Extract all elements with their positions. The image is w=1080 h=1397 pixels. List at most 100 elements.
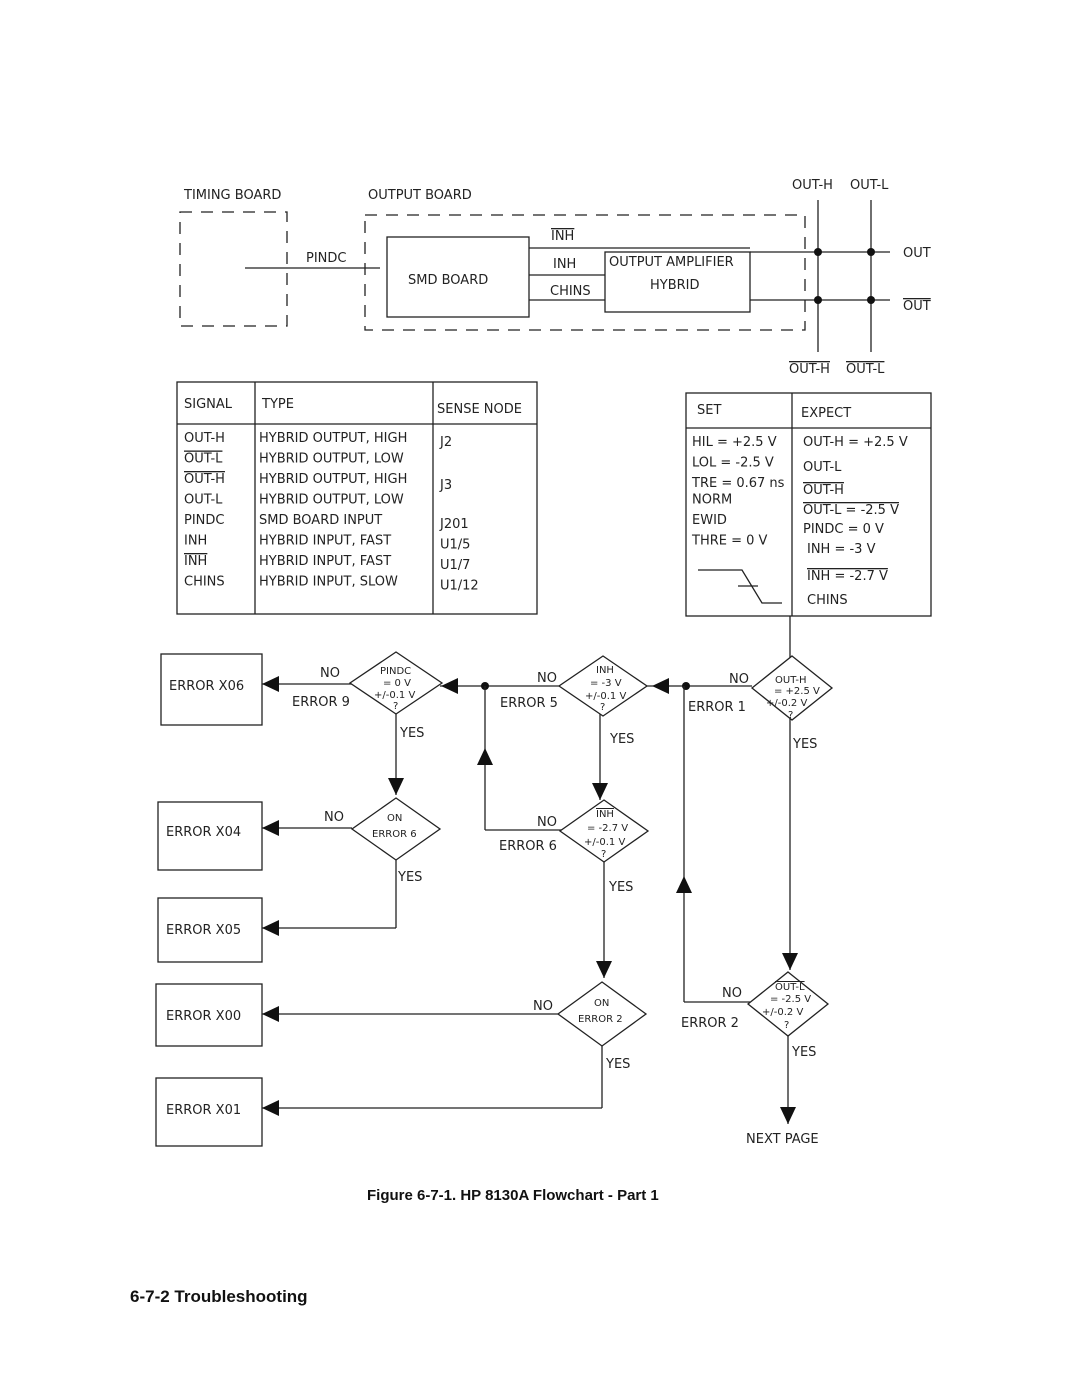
error-x00-label: ERROR X00 [166, 1009, 241, 1024]
no-label-3: NO [729, 672, 749, 687]
page-footer: 6-7-2 Troubleshooting [130, 1287, 308, 1306]
sense-node-header: SENSE NODE [437, 402, 522, 417]
error-x04-label: ERROR X04 [166, 825, 241, 840]
no-label-4: NO [324, 810, 344, 825]
expect-cell: OUT-H = +2.5 V [803, 435, 908, 450]
inhbar-line1: INH [596, 809, 614, 820]
expect-cell: PINDC = 0 V [803, 522, 884, 537]
yes-label-5: YES [608, 880, 633, 895]
no-label-6: NO [533, 999, 553, 1014]
on6-line1: ON [387, 813, 402, 824]
inhbar-line4: ? [601, 849, 606, 860]
yes-label-4: YES [397, 870, 422, 885]
type-header: TYPE [261, 397, 294, 412]
output-board-outline [364, 214, 806, 331]
expect-cell: OUT-H [803, 483, 844, 498]
signal-cell: OUT-H [184, 472, 225, 487]
inh-label: INH [553, 257, 576, 272]
pindc-line3: +/-0.1 V [374, 690, 415, 701]
outl-line2: = -2.5 V [770, 994, 811, 1005]
timing-board-label: TIMING BOARD [183, 188, 281, 203]
expect-cell: OUT-L [803, 460, 842, 475]
error6-label: ERROR 6 [499, 839, 557, 854]
signal-cell: OUT-L [184, 493, 223, 508]
figure-caption: Figure 6-7-1. HP 8130A Flowchart - Part … [367, 1187, 659, 1204]
expect-cell: CHINS [807, 593, 848, 608]
chins-label: CHINS [550, 284, 591, 299]
error1-label: ERROR 1 [688, 700, 746, 715]
set-cell: THRE = 0 V [691, 534, 768, 549]
out-h-decision [750, 655, 834, 721]
on6-line2: ERROR 6 [372, 829, 417, 840]
set-cell: LOL = -2.5 V [692, 456, 774, 471]
outh-line2: = +2.5 V [774, 686, 820, 697]
error-x06-box [160, 653, 263, 726]
inh-line2: = -3 V [590, 678, 622, 689]
pindc-line2: = 0 V [383, 678, 411, 689]
next-page-label: NEXT PAGE [746, 1132, 819, 1147]
set-cell: TRE = 0.67 ns [691, 476, 785, 491]
error-x06-label: ERROR X06 [169, 679, 244, 694]
type-cell: SMD BOARD INPUT [259, 513, 382, 528]
outh-line1: OUT-H [775, 675, 807, 686]
expect-cell: INH = -3 V [807, 542, 876, 557]
set-header: SET [697, 403, 721, 418]
out-h-bar-label: OUT-H [789, 362, 830, 377]
inh-bar-label: INH [551, 229, 574, 244]
no-label-5: NO [537, 815, 557, 830]
error2-label: ERROR 2 [681, 1016, 739, 1031]
pindc-label: PINDC [306, 251, 347, 266]
node-cell: U1/5 [440, 538, 470, 553]
node-cell: J3 [439, 478, 452, 493]
type-cell: HYBRID INPUT, SLOW [259, 575, 398, 590]
outl-line4: ? [784, 1020, 789, 1031]
smd-board-box [386, 236, 530, 318]
signal-cell: INH [184, 534, 207, 549]
out-label: OUT [903, 246, 931, 261]
error-x05-box [157, 897, 263, 963]
signal-cell: INH [184, 554, 207, 569]
signal-cell: CHINS [184, 575, 225, 590]
error-x04-box [157, 801, 263, 871]
on2-line2: ERROR 2 [578, 1014, 623, 1025]
error-x00-box [155, 983, 263, 1047]
type-cell: HYBRID OUTPUT, HIGH [259, 472, 407, 487]
inh-decision [557, 655, 649, 717]
pindc-line1: PINDC [380, 666, 411, 677]
yes-label-1: YES [399, 726, 424, 741]
yes-label-3: YES [792, 737, 817, 752]
set-cell: HIL = +2.5 V [692, 435, 777, 450]
type-cell: HYBRID INPUT, FAST [259, 534, 391, 549]
error-x01-label: ERROR X01 [166, 1103, 241, 1118]
no-label-1: NO [320, 666, 340, 681]
flowchart: ERROR X06 ERROR X04 ERROR X05 ERROR X00 … [155, 616, 834, 1147]
inh-line4: ? [600, 702, 605, 713]
signal-cell: PINDC [184, 513, 225, 528]
outl-line1: OUT-L [775, 982, 805, 993]
out-l-bar-label: OUT-L [846, 362, 885, 377]
outh-line3: +/-0.2 V [766, 698, 807, 709]
node-cell: J201 [439, 517, 469, 532]
signal-header: SIGNAL [184, 397, 233, 412]
out-l-label: OUT-L [850, 178, 889, 193]
set-cell: NORM [692, 493, 732, 508]
output-board-label: OUTPUT BOARD [368, 188, 472, 203]
no-label-2: NO [537, 671, 557, 686]
node-cell: J2 [439, 435, 452, 450]
timing-board-outline [179, 211, 288, 327]
error5-label: ERROR 5 [500, 696, 558, 711]
outh-line4: ? [788, 710, 793, 721]
yes-label-7: YES [791, 1045, 816, 1060]
type-cell: HYBRID OUTPUT, LOW [259, 493, 404, 508]
node-cell: U1/7 [440, 558, 470, 573]
error9-label: ERROR 9 [292, 695, 350, 710]
inh-line1: INH [596, 665, 614, 676]
type-cell: HYBRID OUTPUT, HIGH [259, 431, 407, 446]
out-h-label: OUT-H [792, 178, 833, 193]
on-error2-decision [556, 981, 648, 1047]
inhbar-line3: +/-0.1 V [584, 837, 625, 848]
signal-table-frame [176, 381, 538, 615]
block-diagram: TIMING BOARD OUTPUT BOARD PINDC SMD BOAR… [179, 178, 931, 377]
